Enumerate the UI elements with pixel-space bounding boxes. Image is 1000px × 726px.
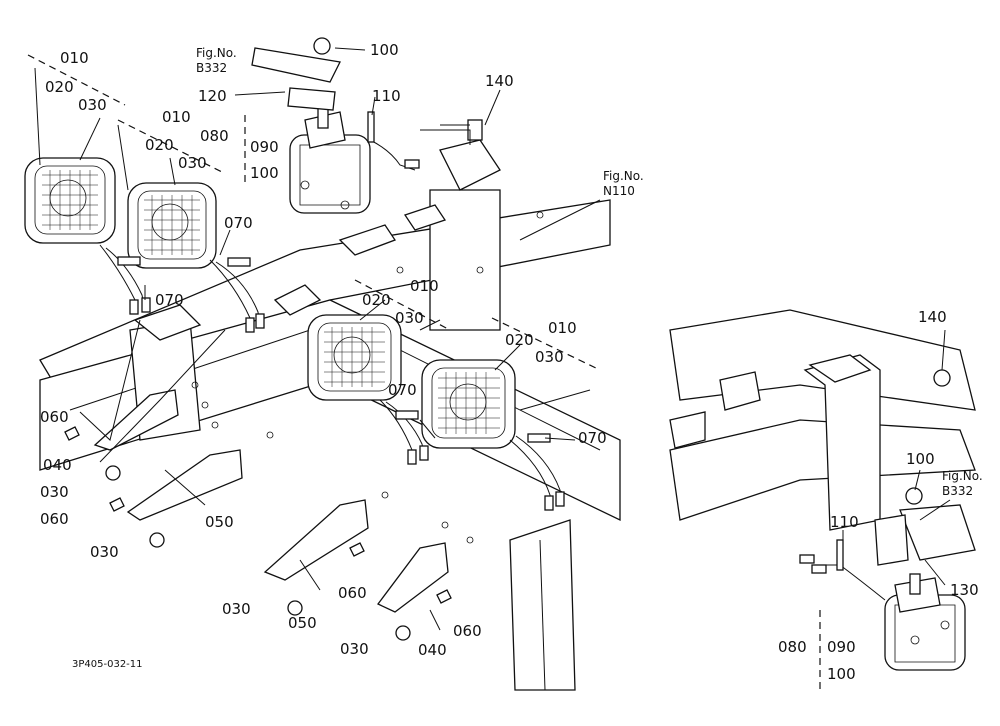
label-070: 070	[224, 214, 253, 232]
label-100: 100	[827, 665, 856, 683]
ref-fig-b332: Fig.No.	[196, 46, 237, 60]
drawing-code: 3P405-032-11	[72, 659, 143, 670]
ref-fig-b332: B332	[942, 484, 973, 498]
ref-fig-n110: Fig.No.	[603, 169, 644, 183]
label-020: 020	[45, 78, 74, 96]
label-070: 070	[155, 291, 184, 309]
ref-fig-n110: N110	[603, 184, 635, 198]
label-030: 030	[535, 348, 564, 366]
label-020: 020	[362, 291, 391, 309]
label-040: 040	[418, 641, 447, 659]
label-060: 060	[338, 584, 367, 602]
label-010: 010	[548, 319, 577, 337]
label-110: 110	[372, 87, 401, 105]
fasteners	[64, 37, 951, 641]
label-030: 030	[222, 600, 251, 618]
label-100: 100	[370, 41, 399, 59]
label-010: 010	[60, 49, 89, 67]
label-030: 030	[78, 96, 107, 114]
label-100: 100	[250, 164, 279, 182]
label-010: 010	[162, 108, 191, 126]
label-070: 070	[578, 429, 607, 447]
label-140: 140	[918, 308, 947, 326]
leader-lines	[34, 47, 951, 631]
label-040: 040	[43, 456, 72, 474]
label-110: 110	[830, 513, 859, 531]
part-labels: 010 020 030 010 020 030 Fig.No. B332 100…	[40, 41, 983, 683]
work-lamp-4	[421, 359, 516, 449]
label-020: 020	[505, 331, 534, 349]
label-140: 140	[485, 72, 514, 90]
label-060: 060	[453, 622, 482, 640]
roll-over-frame	[39, 139, 976, 691]
label-080: 080	[778, 638, 807, 656]
work-lamp-2	[127, 182, 217, 269]
rear-lamp-top	[289, 107, 371, 214]
work-lamp-1	[24, 157, 116, 244]
group-brackets	[27, 54, 821, 690]
label-060: 060	[40, 510, 69, 528]
label-090: 090	[250, 138, 279, 156]
label-130: 130	[950, 581, 979, 599]
label-080: 080	[200, 127, 229, 145]
label-100: 100	[906, 450, 935, 468]
label-090: 090	[827, 638, 856, 656]
brackets	[93, 47, 909, 613]
label-070: 070	[388, 381, 417, 399]
wiring-harnesses	[99, 111, 886, 601]
work-lamp-3	[307, 314, 402, 401]
rear-lamp-right	[884, 573, 966, 671]
ref-fig-b332: B332	[196, 61, 227, 75]
label-050: 050	[288, 614, 317, 632]
label-030: 030	[178, 154, 207, 172]
label-050: 050	[205, 513, 234, 531]
label-030: 030	[395, 309, 424, 327]
label-010: 010	[410, 277, 439, 295]
label-060: 060	[40, 408, 69, 426]
label-020: 020	[145, 136, 174, 154]
label-030: 030	[340, 640, 369, 658]
label-030: 030	[40, 483, 69, 501]
label-030: 030	[90, 543, 119, 561]
label-120: 120	[198, 87, 227, 105]
ref-fig-b332: Fig.No.	[942, 469, 983, 483]
